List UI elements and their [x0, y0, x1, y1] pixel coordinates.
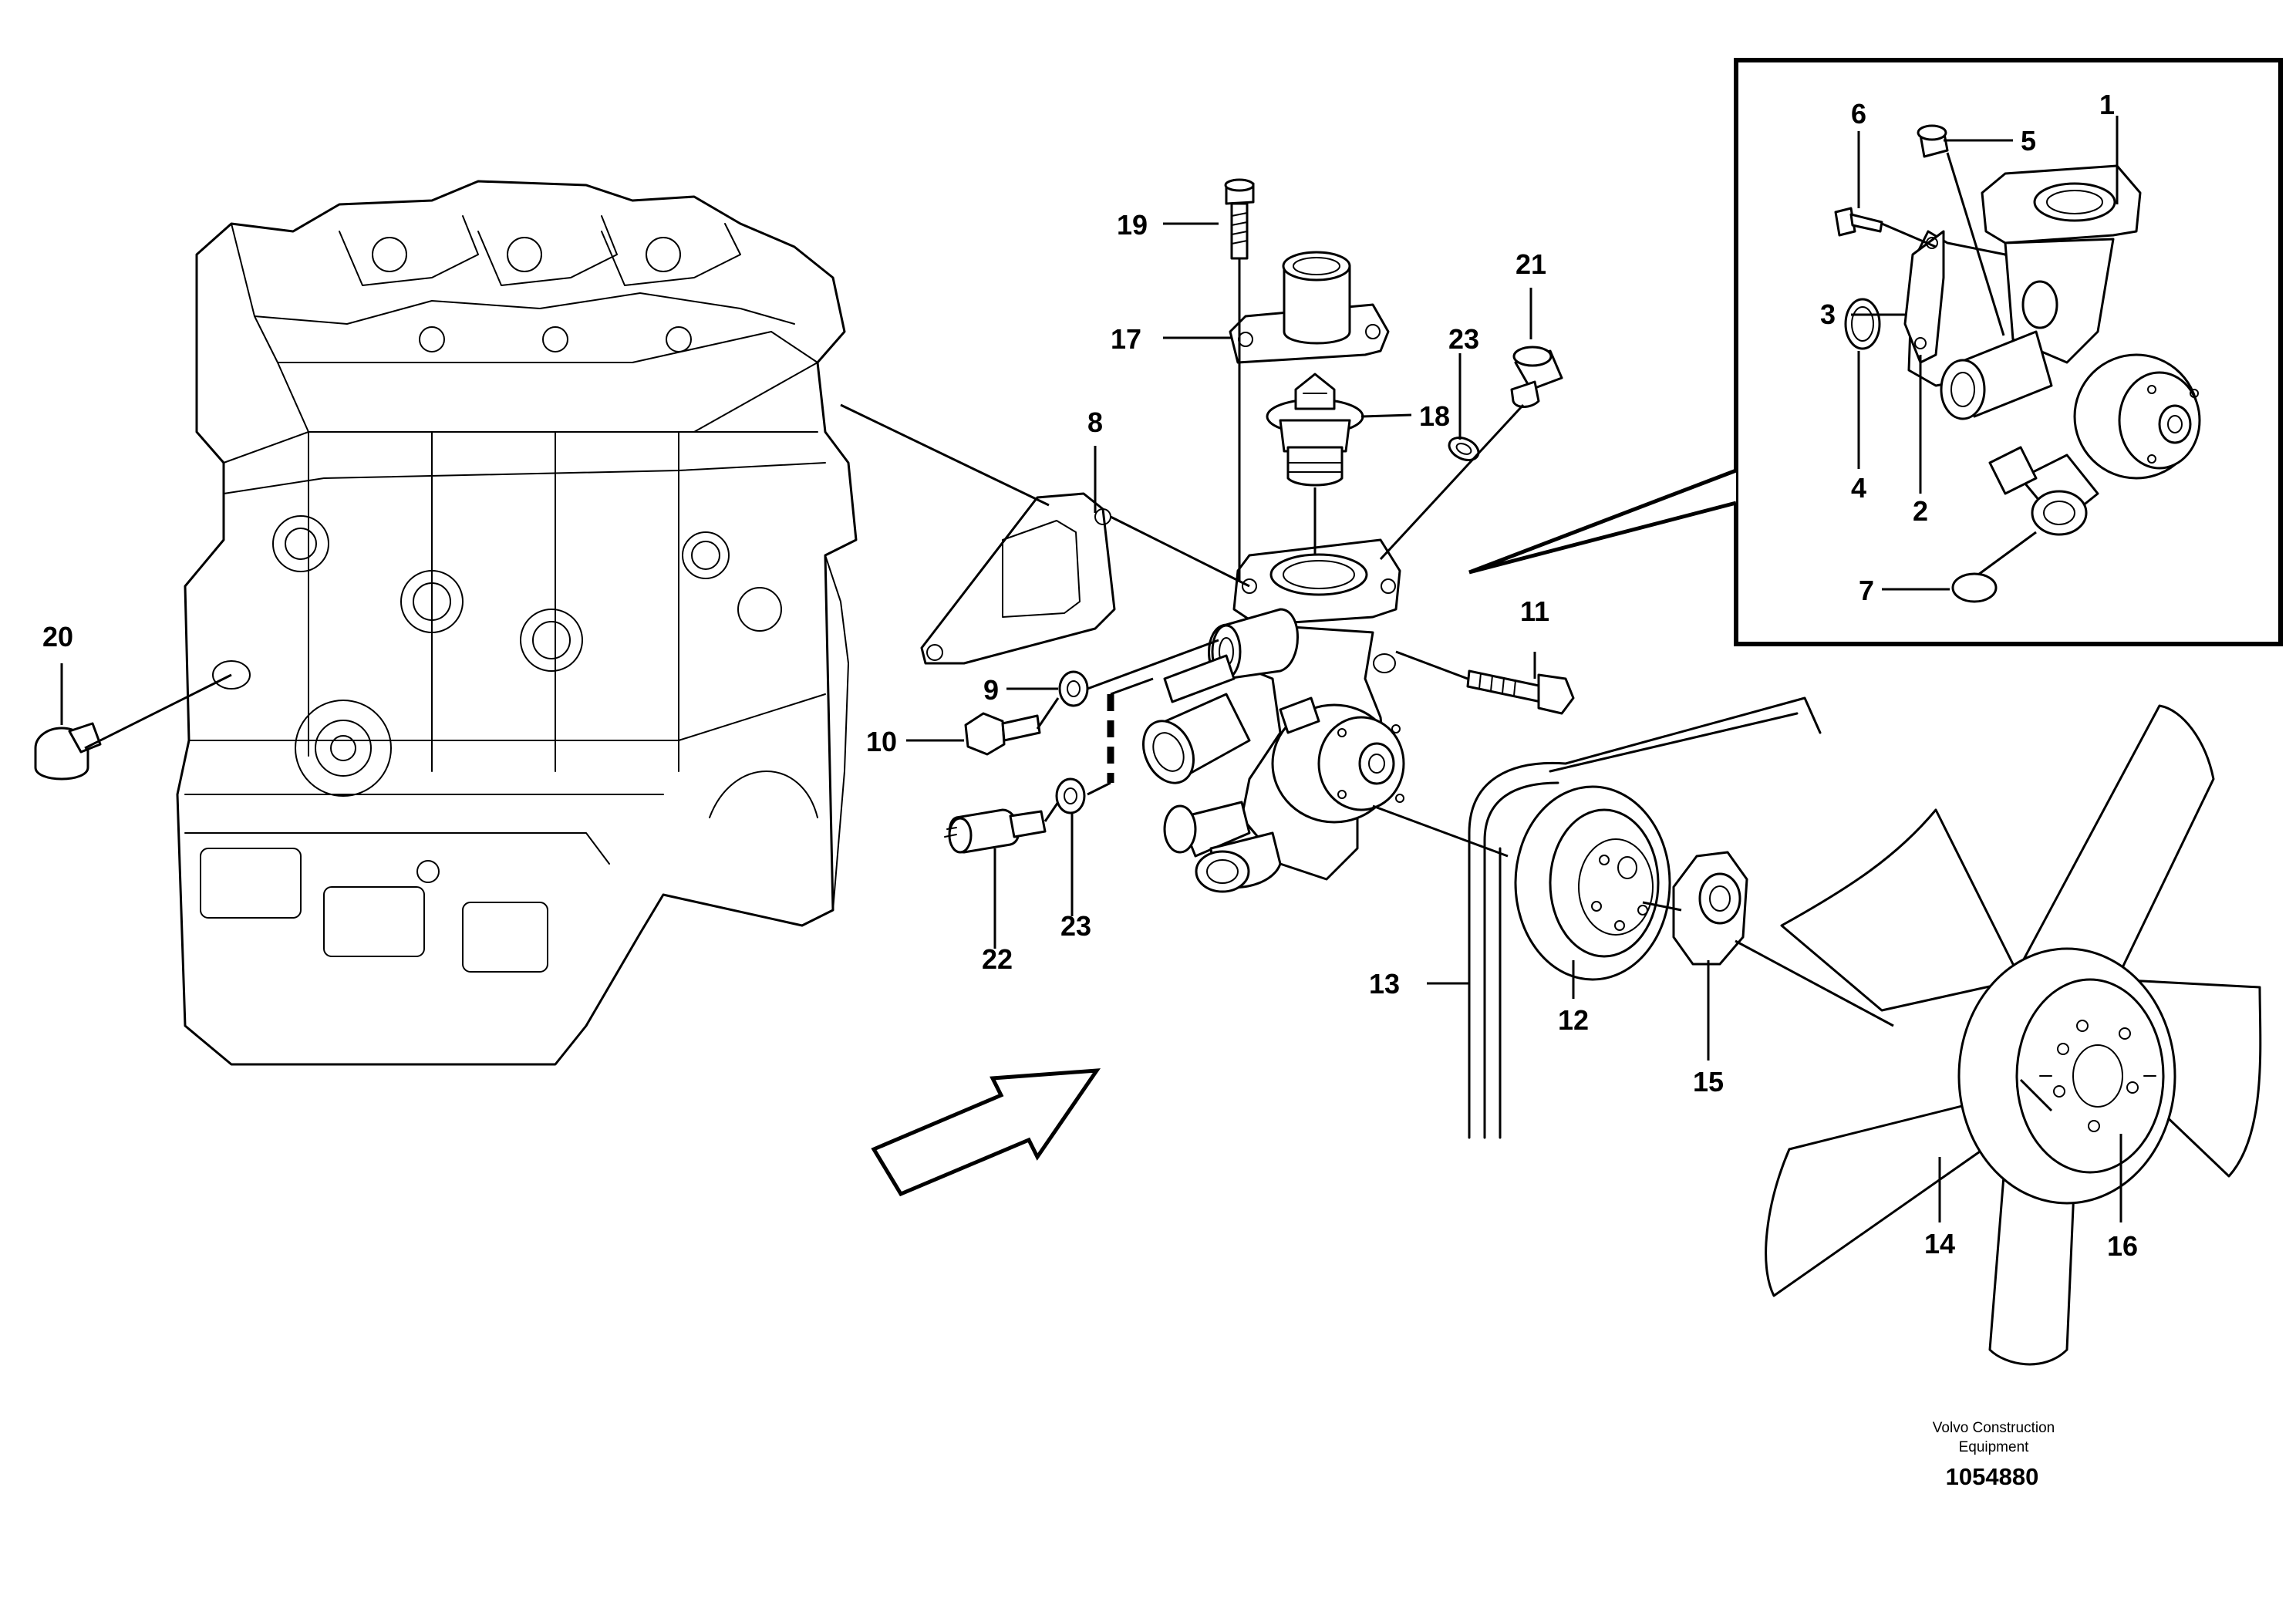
- callout-17: 17: [1111, 323, 1141, 355]
- callout-12: 12: [1558, 1004, 1589, 1036]
- callout-1: 1: [2099, 89, 2115, 120]
- callout-16: 16: [2107, 1230, 2138, 1262]
- callout-7: 7: [1859, 575, 1874, 606]
- detail-inset-box: [1468, 58, 2283, 646]
- callout-11: 11: [1520, 595, 1549, 627]
- water-pump-housing-illustration: [1142, 538, 1405, 893]
- company-name-line2: Equipment: [1959, 1439, 2030, 1455]
- callout-2: 2: [1913, 495, 1928, 527]
- callout-21: 21: [1515, 248, 1546, 280]
- callout-6: 6: [1851, 98, 1866, 130]
- callout-10: 10: [866, 726, 897, 757]
- callout-23-upper: 23: [1448, 323, 1479, 355]
- callout-23-lower: 23: [1060, 910, 1091, 942]
- leader-lines: [60, 116, 2122, 1222]
- drawing-footer: Volvo Construction Equipment 1054880: [1933, 1420, 2055, 1490]
- callout-5: 5: [2021, 125, 2036, 157]
- callout-13: 13: [1369, 968, 1400, 1000]
- callout-22: 22: [982, 943, 1013, 975]
- pulley-belt-illustration: [1468, 696, 1822, 1139]
- callout-labels: 1 2 3 4 5 6 7 8 9 10 11 12 13 14 15 16 1…: [42, 89, 2138, 1262]
- callout-19: 19: [1117, 209, 1148, 241]
- thermostat-illustration: [1266, 373, 1364, 487]
- callout-20: 20: [42, 621, 73, 653]
- callout-8: 8: [1087, 406, 1103, 438]
- fasteners-illustration: [34, 178, 2146, 1141]
- drawing-number: 1054880: [1946, 1463, 2039, 1490]
- thermostat-cover-illustration: [1229, 251, 1390, 364]
- callout-3: 3: [1820, 298, 1836, 330]
- callout-18: 18: [1419, 400, 1450, 432]
- gasket-illustration: [920, 492, 1116, 665]
- engine-block-illustration: [176, 180, 858, 1066]
- cooling-fan-illustration: [1765, 704, 2262, 1366]
- view-direction-arrow: [871, 1068, 1101, 1197]
- callout-14: 14: [1924, 1228, 1955, 1259]
- callout-15: 15: [1693, 1066, 1724, 1098]
- company-name-line1: Volvo Construction: [1933, 1420, 2055, 1436]
- callout-4: 4: [1851, 472, 1866, 504]
- callout-9: 9: [983, 674, 999, 706]
